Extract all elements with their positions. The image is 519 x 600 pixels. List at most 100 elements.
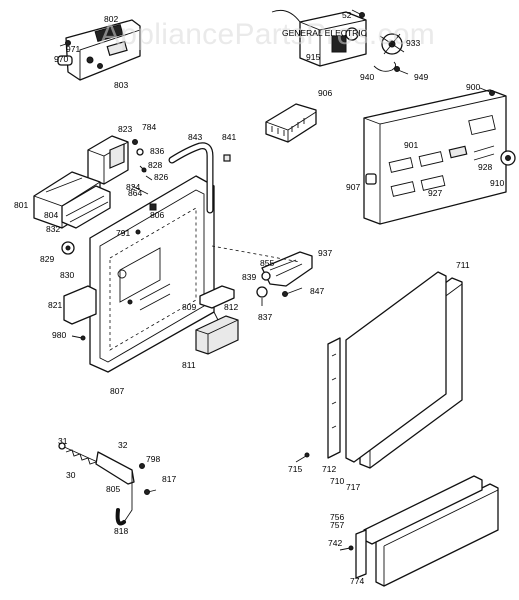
- part-937-bracket: [261, 251, 313, 287]
- part-829-830-washer: [61, 241, 75, 255]
- part-number-label: 826: [154, 172, 168, 182]
- part-791-screw: [135, 229, 141, 235]
- part-number-label: 757: [330, 520, 344, 530]
- part-806-latch: [149, 203, 157, 211]
- part-number-label: 803: [114, 80, 128, 90]
- part-number-label: 784: [142, 122, 156, 132]
- part-971-screw: [59, 40, 71, 47]
- part-915-timer: [271, 9, 367, 67]
- part-907-button: [365, 173, 377, 185]
- part-number-label: 30: [66, 470, 76, 480]
- part-940-clip: [373, 61, 397, 72]
- part-number-label: 915: [306, 52, 320, 62]
- part-817-screw: [144, 489, 157, 495]
- part-823-vent: [87, 135, 129, 185]
- part-number-label: 717: [346, 482, 360, 492]
- watermark-text: AppliancePartsPros.com: [100, 18, 435, 51]
- part-number-label: 933: [406, 38, 420, 48]
- part-number-label: 855: [260, 258, 274, 268]
- part-980-screw: [71, 335, 86, 341]
- part-number-label: 798: [146, 454, 160, 464]
- part-number-label: 818: [114, 526, 128, 536]
- part-number-label: 829: [40, 254, 54, 264]
- part-774-kick-panel: [375, 483, 499, 587]
- part-number-label: 791: [116, 228, 130, 238]
- part-818-hook: [115, 508, 126, 526]
- part-715-screw-b: [339, 545, 354, 551]
- part-811-handle: [195, 315, 239, 355]
- part-number-label: 971: [66, 44, 80, 54]
- part-949-screw: [394, 66, 409, 75]
- part-number-label: 928: [478, 162, 492, 172]
- part-805-screw: [139, 463, 145, 469]
- part-32-798-arm: [95, 451, 135, 523]
- assembly-line: [211, 245, 301, 263]
- part-number-label: 715: [288, 464, 302, 474]
- part-number-label: 774: [350, 576, 364, 586]
- part-843-gasket-tube: [168, 142, 214, 214]
- part-826-828-spring: [139, 165, 153, 181]
- part-number-label: 756: [330, 512, 344, 522]
- part-847-screw: [282, 287, 303, 297]
- part-number-label: 843: [188, 132, 202, 142]
- part-number-label: 864: [128, 188, 142, 198]
- part-number-label: 847: [310, 286, 324, 296]
- part-910-knob: [500, 150, 516, 166]
- part-906-connector: [265, 103, 317, 143]
- part-number-label: 839: [242, 272, 256, 282]
- part-number-label: 806: [150, 210, 164, 220]
- part-number-label: 710: [330, 476, 344, 486]
- part-number-label: 52: [342, 10, 352, 20]
- part-number-label: 823: [118, 124, 132, 134]
- part-number-label: 832: [46, 224, 60, 234]
- part-970-knob: [57, 55, 73, 66]
- part-number-label: 841: [222, 132, 236, 142]
- part-number-label: 837: [258, 312, 272, 322]
- part-number-label: 940: [360, 72, 374, 82]
- part-757-trim: [355, 529, 367, 579]
- part-number-label: 910: [490, 178, 504, 188]
- part-number-label: 824: [126, 182, 140, 192]
- panel-brand-text: GENERAL ELECTRIC: [282, 28, 367, 38]
- part-812-spring: [213, 311, 219, 321]
- part-715-screw-a: [295, 452, 310, 463]
- part-number-label: 811: [182, 360, 196, 370]
- part-number-label: 949: [414, 72, 428, 82]
- part-number-label: 900: [466, 82, 480, 92]
- part-number-label: 828: [148, 160, 162, 170]
- part-803-bracket: [65, 19, 141, 81]
- part-number-label: 906: [318, 88, 332, 98]
- part-number-label: 817: [162, 474, 176, 484]
- part-number-label: 804: [44, 210, 58, 220]
- part-number-label: 937: [318, 248, 332, 258]
- part-784-screw: [132, 139, 138, 145]
- part-number-label: 927: [428, 188, 442, 198]
- part-900-screw: [479, 87, 495, 96]
- part-number-label: 31: [58, 436, 68, 446]
- part-809-latch: [199, 285, 235, 309]
- part-number-label: 821: [48, 300, 62, 310]
- part-number-label: 830: [60, 270, 74, 280]
- part-710-717-panel: [345, 271, 447, 463]
- part-number-label: 711: [456, 260, 470, 270]
- part-number-label: 809: [182, 302, 196, 312]
- part-number-label: 32: [118, 440, 128, 450]
- part-number-label: 812: [224, 302, 238, 312]
- part-804-cover: [61, 185, 111, 229]
- part-855-stop: [261, 271, 271, 281]
- part-836-836-clip: [136, 148, 144, 156]
- part-number-label: 907: [346, 182, 360, 192]
- part-number-label: 836: [150, 146, 164, 156]
- part-933-gear: [379, 33, 405, 55]
- part-52-screw: [351, 9, 365, 18]
- part-number-label: 805: [106, 484, 120, 494]
- part-712-trim: [327, 337, 341, 459]
- part-number-label: 742: [328, 538, 342, 548]
- part-number-label: 970: [54, 54, 68, 64]
- part-number-label: 801: [14, 200, 28, 210]
- part-901-control-panel: [363, 89, 507, 225]
- part-number-label: 807: [110, 386, 124, 396]
